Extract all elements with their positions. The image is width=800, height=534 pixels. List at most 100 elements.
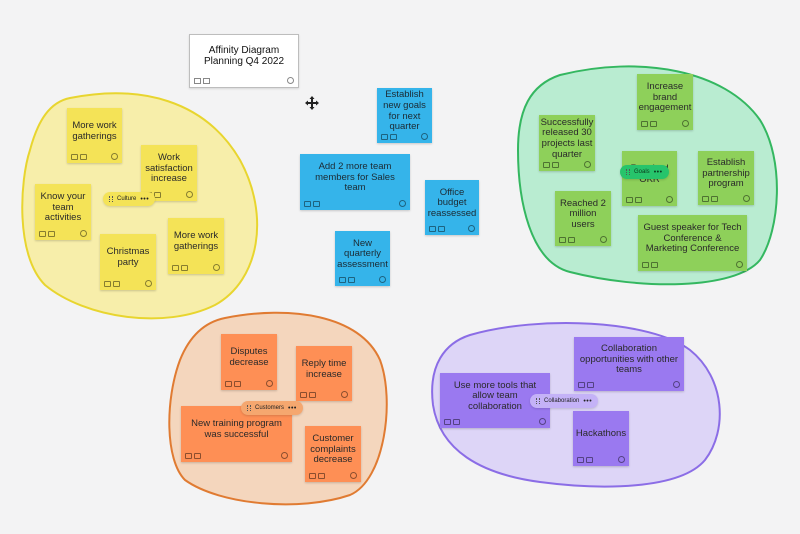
more-options-icon[interactable]: ••• (583, 397, 593, 405)
check-circle-icon[interactable] (539, 418, 546, 425)
comment-icon[interactable] (39, 231, 55, 237)
sticky-note[interactable]: Add 2 more team members for Sales team (300, 154, 410, 210)
sticky-note[interactable]: Hackathons (573, 411, 629, 466)
customers-cluster-label[interactable]: Customers ••• (241, 401, 303, 415)
note-text: Collaboration opportunities with other t… (579, 343, 679, 376)
check-circle-icon[interactable] (618, 456, 625, 463)
cluster-label-text: Goals (634, 169, 650, 175)
check-circle-icon[interactable] (584, 161, 591, 168)
check-circle-icon[interactable] (350, 472, 357, 479)
check-circle-icon[interactable] (281, 452, 288, 459)
check-circle-icon[interactable] (213, 264, 220, 271)
check-circle-icon[interactable] (186, 191, 193, 198)
more-options-icon[interactable]: ••• (653, 168, 663, 176)
note-text: Know your team activities (40, 191, 86, 224)
collaboration-cluster-label[interactable]: Collaboration ••• (530, 394, 599, 408)
sticky-note[interactable]: Christmas party (100, 234, 156, 290)
comment-icon[interactable] (577, 457, 593, 463)
note-text: Use more tools that allow team collabora… (453, 379, 537, 412)
note-text: Reached 2 million users (560, 197, 606, 230)
check-circle-icon[interactable] (666, 196, 673, 203)
sticky-note[interactable]: Work satisfaction increase (141, 145, 197, 201)
check-circle-icon[interactable] (421, 133, 428, 140)
drag-handle-icon[interactable] (626, 169, 630, 175)
comment-icon[interactable] (309, 473, 325, 479)
comment-icon[interactable] (304, 201, 320, 207)
note-text: Successfully released 30 projects last q… (540, 116, 594, 160)
check-circle-icon[interactable] (379, 276, 386, 283)
comment-icon[interactable] (225, 381, 241, 387)
check-circle-icon[interactable] (468, 225, 475, 232)
note-text: New training program was successful (191, 418, 282, 440)
check-circle-icon[interactable] (682, 120, 689, 127)
comment-icon[interactable] (543, 162, 559, 168)
sticky-note[interactable]: Customer complaints decrease (305, 426, 361, 482)
comment-icon[interactable] (104, 281, 120, 287)
sticky-note[interactable]: Office budget reassessed (425, 180, 479, 235)
check-circle-icon[interactable] (399, 200, 406, 207)
drag-handle-icon[interactable] (247, 405, 251, 411)
note-text: More work gatherings (173, 230, 219, 252)
note-text: More work gatherings (72, 119, 117, 142)
culture-cluster-label[interactable]: Culture ••• (103, 192, 156, 206)
cluster-label-text: Customers (255, 405, 285, 411)
comment-icon[interactable] (559, 237, 575, 243)
note-text: Office budget reassessed (427, 186, 477, 219)
more-options-icon[interactable]: ••• (288, 404, 297, 412)
comment-icon[interactable] (300, 392, 316, 398)
sticky-note[interactable]: Successfully released 30 projects last q… (539, 115, 595, 171)
note-text: Establish partnership program (702, 157, 750, 190)
check-circle-icon[interactable] (111, 153, 118, 160)
note-text: Add 2 more team members for Sales team (315, 161, 395, 194)
check-circle-icon[interactable] (145, 280, 152, 287)
sticky-note[interactable]: New training program was successful (181, 406, 292, 462)
cluster-label-text: Culture (117, 196, 137, 202)
note-text: Guest speaker for Tech Conference & Mark… (643, 222, 742, 255)
comment-icon[interactable] (71, 154, 87, 160)
comment-icon[interactable] (626, 197, 642, 203)
comment-icon[interactable] (185, 453, 201, 459)
check-circle-icon[interactable] (736, 261, 743, 268)
comment-icon[interactable] (702, 196, 718, 202)
sticky-note[interactable]: Establish partnership program (698, 151, 754, 205)
note-text: Hackathons (575, 428, 627, 440)
note-text: Work satisfaction increase (145, 152, 193, 185)
move-cursor-icon (305, 96, 319, 110)
check-circle-icon[interactable] (743, 195, 750, 202)
sticky-note[interactable]: New quarterly assessment (335, 231, 390, 286)
sticky-note[interactable]: Know your team activities (35, 184, 91, 240)
sticky-note[interactable]: Increase brand engagement (637, 74, 693, 130)
comment-icon[interactable] (172, 265, 188, 271)
note-text: Establish new goals for next quarter (383, 89, 426, 133)
comment-icon[interactable] (578, 382, 594, 388)
sticky-note[interactable]: Reply time increase (296, 346, 352, 401)
comment-icon[interactable] (642, 262, 658, 268)
sticky-note[interactable]: Guest speaker for Tech Conference & Mark… (638, 215, 747, 271)
comment-icon[interactable] (381, 134, 397, 140)
board-title: Affinity Diagram Planning Q4 2022 (203, 44, 285, 68)
sticky-note[interactable]: Collaboration opportunities with other t… (574, 337, 684, 391)
sticky-note[interactable]: More work gatherings (168, 218, 224, 274)
comment-icon[interactable] (641, 121, 657, 127)
more-options-icon[interactable]: ••• (140, 195, 150, 203)
check-circle-icon[interactable] (600, 236, 607, 243)
goals-cluster-label[interactable]: Goals ••• (620, 165, 669, 179)
check-circle-icon[interactable] (673, 381, 680, 388)
comment-icon[interactable] (194, 78, 210, 84)
check-circle-icon[interactable] (80, 230, 87, 237)
check-circle-icon[interactable] (341, 391, 348, 398)
note-text: Disputes decrease (229, 346, 269, 368)
sticky-note[interactable]: Disputes decrease (221, 334, 277, 390)
check-circle-icon[interactable] (266, 380, 273, 387)
comment-icon[interactable] (429, 226, 445, 232)
note-text: Increase brand engagement (638, 81, 692, 114)
comment-icon[interactable] (339, 277, 355, 283)
sticky-note[interactable]: Reached 2 million users (555, 191, 611, 246)
sticky-note[interactable]: Establish new goals for next quarter (377, 88, 432, 143)
drag-handle-icon[interactable] (109, 196, 113, 202)
sticky-note[interactable]: More work gatherings (67, 108, 122, 163)
comment-icon[interactable] (444, 419, 460, 425)
drag-handle-icon[interactable] (536, 398, 540, 404)
board-title-card[interactable]: Affinity Diagram Planning Q4 2022 (189, 34, 299, 88)
check-circle-icon[interactable] (287, 77, 294, 84)
